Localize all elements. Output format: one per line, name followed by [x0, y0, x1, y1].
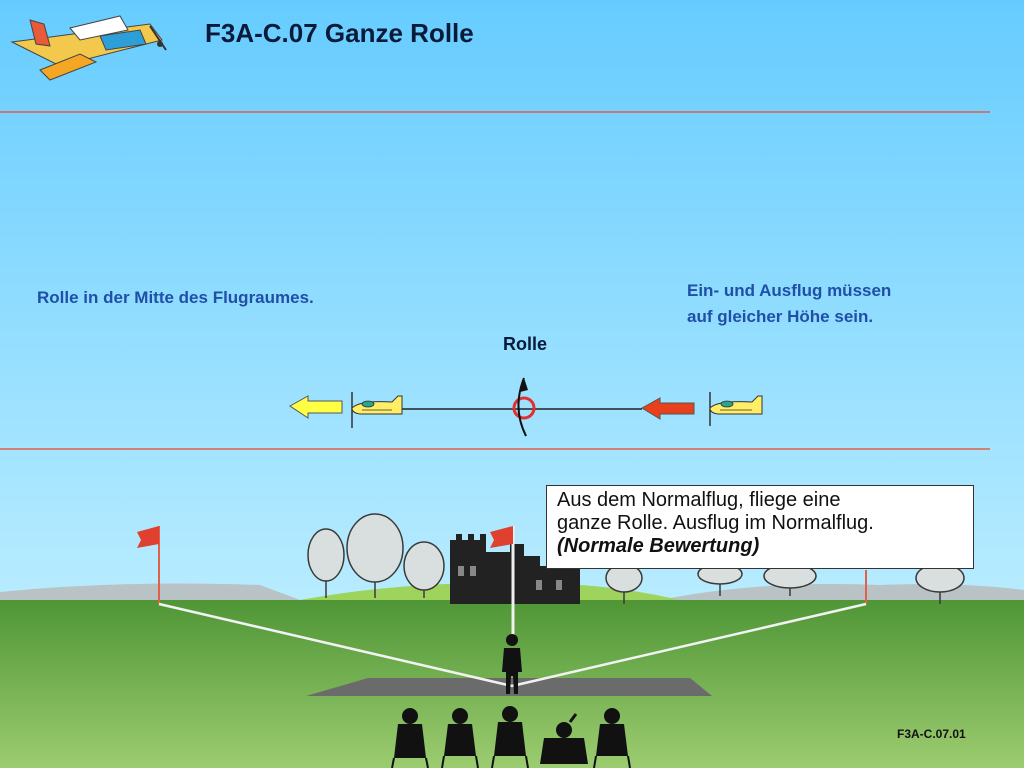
logo-airplane-icon — [10, 15, 167, 81]
tree-1 — [307, 528, 345, 598]
judge-3 — [491, 706, 529, 768]
description-line-3: (Normale Bewertung) — [557, 535, 760, 557]
tree-5 — [697, 563, 743, 596]
judge-4 — [540, 713, 588, 764]
judges-silhouettes — [391, 706, 631, 768]
hills-left — [0, 583, 300, 600]
center-position-label: Rolle in der Mitte des Flugraumes. — [37, 288, 314, 307]
tree-2 — [346, 513, 404, 598]
flag-center-icon — [490, 526, 515, 640]
judge-2 — [441, 708, 479, 768]
tree-6 — [763, 563, 817, 596]
entry-airplane-icon — [709, 392, 763, 426]
exit-arrow-icon — [289, 395, 343, 419]
sight-lines — [158, 602, 867, 688]
tree-3 — [403, 541, 445, 598]
description-box: Aus dem Normalflug, fliege eine ganze Ro… — [546, 485, 974, 569]
page-title: F3A-C.07 Ganze Rolle — [205, 18, 474, 48]
entry-arrow-icon — [641, 397, 695, 420]
equal-height-label-line-2: auf gleicher Höhe sein. — [687, 307, 874, 326]
equal-height-label: Ein- und Ausflug müssen auf gleicher Höh… — [687, 278, 891, 330]
roll-symbol-icon — [512, 377, 536, 437]
trees — [307, 513, 965, 604]
flag-left-icon — [137, 526, 160, 604]
pilot-silhouette — [502, 634, 522, 694]
description-line-2: ganze Rolle. Ausflug im Normalflug. — [557, 512, 874, 534]
tree-7 — [915, 563, 965, 604]
slide-id: F3A-C.07.01 — [897, 727, 966, 741]
castle-silhouette — [450, 534, 580, 604]
exit-airplane-icon — [351, 392, 403, 428]
judge-5 — [593, 708, 631, 768]
equal-height-label-line-1: Ein- und Ausflug müssen — [687, 281, 892, 300]
roll-label: Rolle — [503, 334, 548, 354]
judge-1 — [391, 708, 429, 768]
description-line-1: Aus dem Normalflug, fliege eine — [557, 489, 841, 511]
